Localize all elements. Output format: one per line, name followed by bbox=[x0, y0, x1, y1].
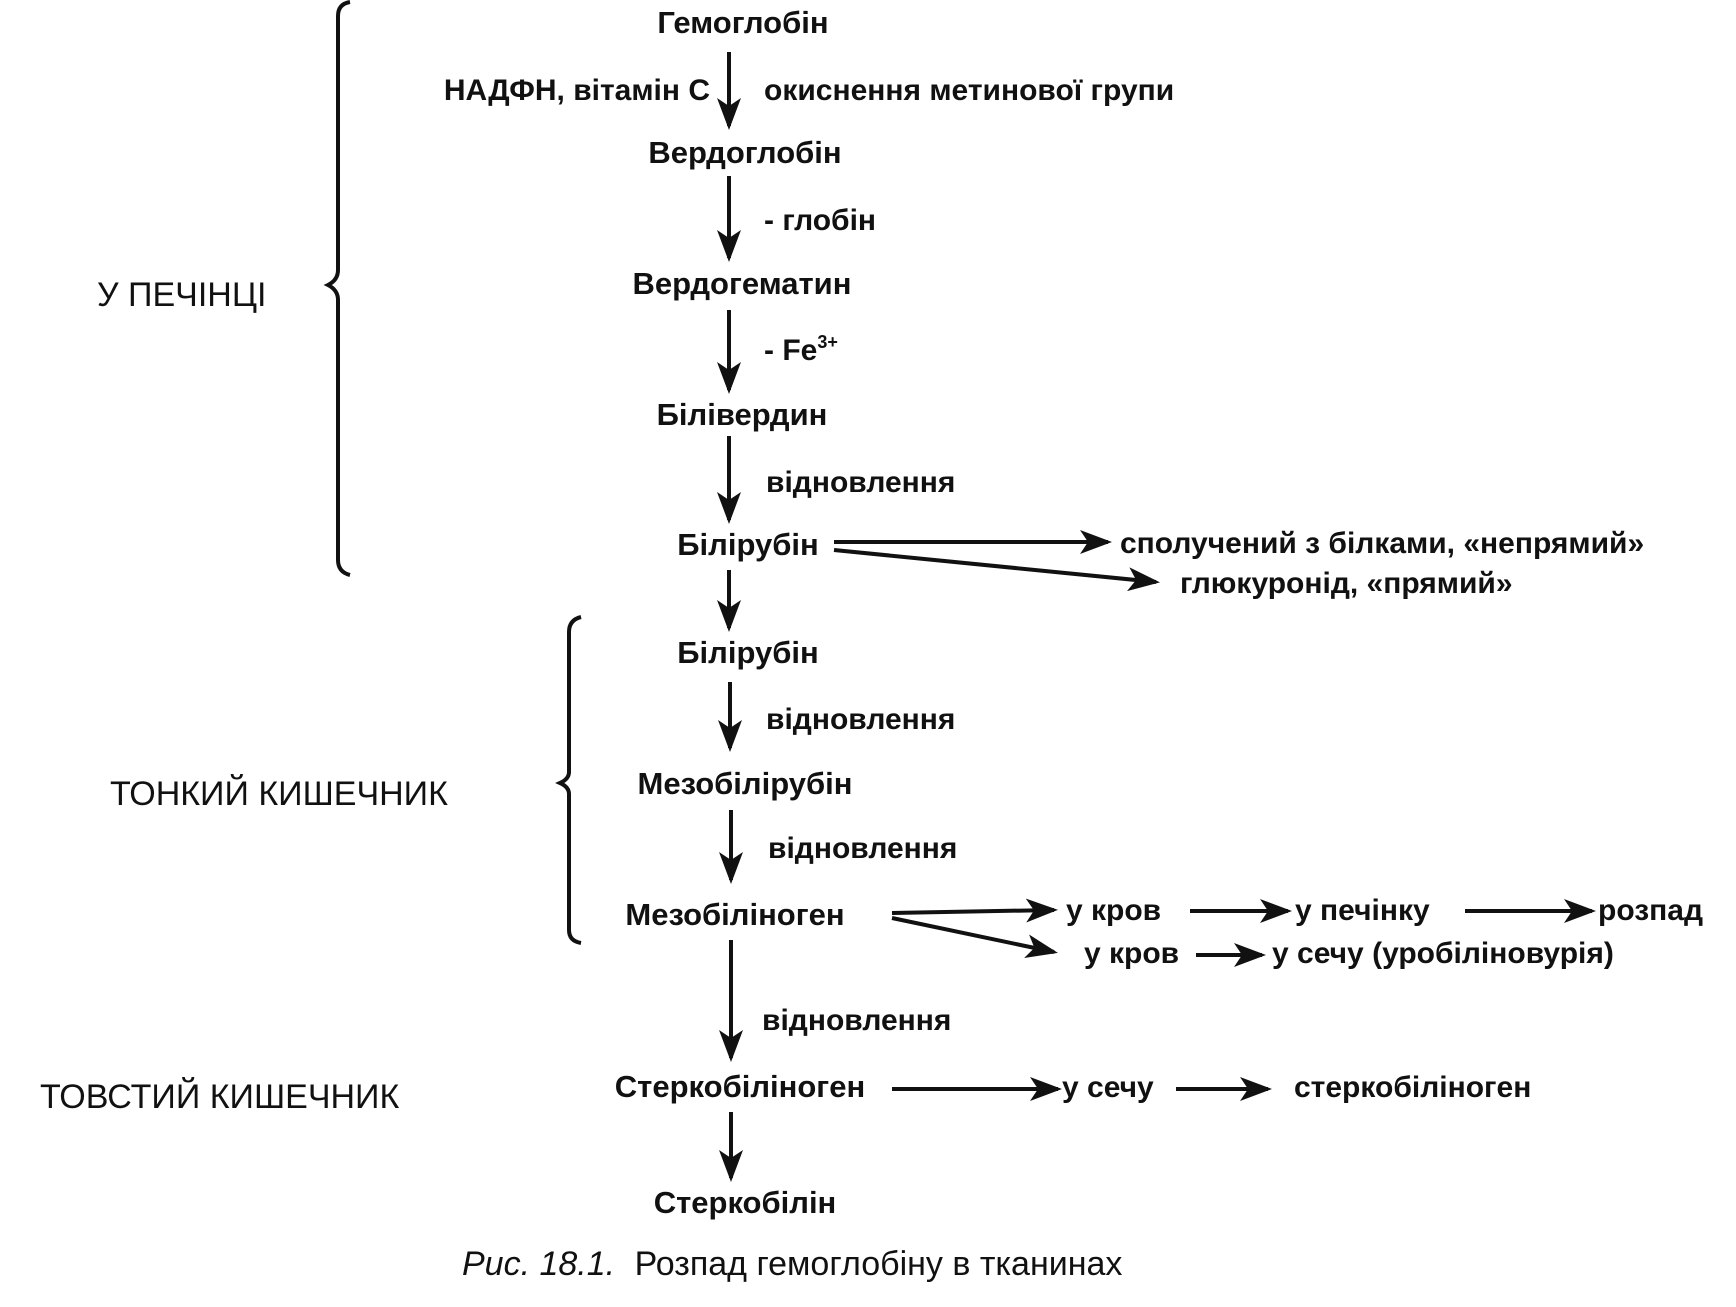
node-stercobilinogen: Стеркобіліноген bbox=[615, 1069, 865, 1104]
node-bilirubin-liver: Білірубін bbox=[677, 527, 818, 562]
step-label-minus-iron: - Fe3+ bbox=[764, 332, 838, 367]
node-hemoglobin: Гемоглобін bbox=[657, 5, 828, 40]
branch-sterco-stercobilinogen: стеркобіліноген bbox=[1294, 1071, 1531, 1104]
node-verdoglobin: Вердоглобін bbox=[648, 135, 841, 170]
node-mesobilinogen: Мезобіліноген bbox=[625, 897, 844, 932]
figure-caption: Рис. 18.1. Розпад гемоглобіну в тканинах bbox=[462, 1245, 1122, 1283]
region-label-liver: У ПЕЧІНЦІ bbox=[97, 276, 266, 314]
small-intestine-brace bbox=[555, 615, 582, 945]
step-label-nadph-vitamin-c: НАДФН, вітамін С bbox=[444, 74, 710, 107]
iron-label-text: - Fe bbox=[764, 334, 817, 367]
branch-meso-to-liver: у печінку bbox=[1295, 894, 1430, 927]
branch-bilirubin-unconjugated: сполучений з білками, «непрямий» bbox=[1120, 527, 1644, 560]
branch-meso-blood-2: у кров bbox=[1084, 937, 1179, 970]
branch-meso-to-urine: у сечу (уробіліновурія) bbox=[1272, 937, 1614, 970]
figure-title: Розпад гемоглобіну в тканинах bbox=[635, 1245, 1123, 1283]
step-label-reduction-3: відновлення bbox=[768, 832, 957, 865]
figure-number: Рис. 18.1. bbox=[462, 1245, 615, 1283]
arrow-mesobilinogen-blood-2 bbox=[891, 916, 1058, 958]
node-bilirubin-intestine: Білірубін bbox=[677, 635, 818, 670]
node-verdohematin: Вердогематин bbox=[633, 266, 852, 301]
node-biliverdin: Білівердин bbox=[657, 397, 828, 432]
branch-sterco-urine: у сечу bbox=[1062, 1071, 1154, 1104]
step-label-reduction-4: відновлення bbox=[762, 1004, 951, 1037]
liver-brace bbox=[323, 0, 351, 577]
step-label-reduction-2: відновлення bbox=[766, 703, 955, 736]
branch-meso-blood-1: у кров bbox=[1066, 894, 1161, 927]
arrow-bilirubin-conjugated bbox=[833, 548, 1160, 592]
region-label-large-intestine: ТОВСТИЙ КИШЕЧНИК bbox=[40, 1078, 399, 1116]
step-label-reduction-1: відновлення bbox=[766, 466, 955, 499]
step-label-minus-globin: - глобін bbox=[764, 204, 876, 237]
region-label-small-intestine: ТОНКИЙ КИШЕЧНИК bbox=[110, 775, 448, 813]
node-stercobilin: Стеркобілін bbox=[654, 1185, 837, 1220]
step-label-methine-oxidation: окиснення метинової групи bbox=[764, 74, 1174, 107]
node-mesobilirubin: Мезобілірубін bbox=[638, 766, 853, 801]
iron-charge-superscript: 3+ bbox=[817, 332, 838, 352]
branch-bilirubin-conjugated: глюкуронід, «прямий» bbox=[1180, 567, 1513, 600]
arrow-mesobilinogen-blood-1 bbox=[891, 898, 1058, 923]
branch-meso-breakdown: розпад bbox=[1598, 894, 1703, 927]
